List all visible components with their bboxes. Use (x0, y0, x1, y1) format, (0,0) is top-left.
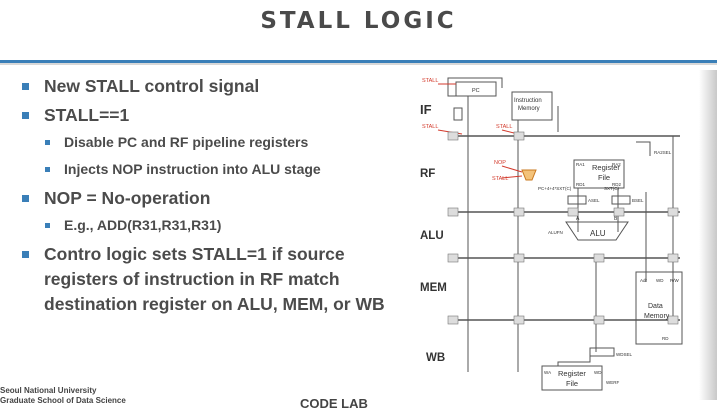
title-divider-shadow (0, 63, 717, 65)
instruction-memory-label: Instruction (514, 98, 542, 104)
ra2sel-label: RA2SEL (654, 150, 672, 155)
slide-title: STALL LOGIC (260, 8, 457, 34)
rd1-label: RD1 (576, 182, 585, 187)
nop-signal (501, 165, 523, 173)
school-name: Graduate School of Data Science (0, 396, 126, 405)
bullet-item: New STALL control signal (18, 74, 398, 99)
title-divider (0, 60, 717, 63)
university-footer: Seoul National University Graduate Schoo… (0, 386, 126, 406)
sub-bullet-item: Disable PC and RF pipeline registers (18, 132, 398, 153)
stage-label-mem: MEM (420, 282, 447, 294)
wb-register-file-box (541, 365, 603, 391)
adjacent-slide-edge (699, 70, 717, 400)
stall-label: STALL (496, 124, 512, 130)
bsel-mux (611, 195, 631, 205)
stage-label-alu: ALU (420, 230, 444, 242)
wdsel-mux (589, 347, 615, 357)
ra2-label: RA2 (612, 162, 621, 167)
ra1-label: RA1 (576, 162, 585, 167)
data-memory-label: Memory (644, 313, 670, 320)
werf-label: WERF (606, 380, 619, 385)
lab-name: CODE LAB (300, 396, 368, 411)
adr-label: Adr (640, 278, 648, 283)
rd-label: RD (662, 336, 669, 341)
pc-label: PC (472, 88, 480, 94)
register-file-box (573, 159, 625, 189)
data-memory-box (635, 271, 683, 345)
stage-label-if: IF (420, 102, 432, 117)
stall-label: STALL (422, 78, 438, 84)
bullet-item: NOP = No-operation (18, 186, 398, 211)
stall-label: STALL (492, 176, 508, 182)
alu-input-b-label: B (614, 216, 618, 222)
instruction-memory-label: Memory (518, 106, 540, 112)
bullet-item: Contro logic sets STALL=1 if source regi… (18, 242, 398, 317)
rd2-label: RD2 (612, 182, 621, 187)
bullet-item: STALL==1 (18, 103, 398, 128)
asel-label: ASEL (588, 198, 600, 203)
pipeline-diagram: STALL PC Instruction Memory STALL STALL … (418, 72, 694, 404)
stage-label-wb: WB (426, 352, 446, 364)
wa-label: WA (544, 370, 551, 375)
wd-label: WD (656, 278, 664, 283)
bullet-list: New STALL control signal STALL==1 Disabl… (18, 74, 398, 321)
register-file-label: Register (592, 163, 620, 172)
alufn-label: ALUFN (548, 230, 563, 235)
alu-label: ALU (590, 229, 606, 238)
stall-rf-signal (501, 175, 523, 179)
pc-register (455, 81, 497, 97)
sxt-label: SXT(C) (604, 186, 620, 191)
wd-label: WD (594, 370, 602, 375)
pc-offset-label: PC+4+4*SXT(C) (538, 186, 572, 191)
bsel-label: BSEL (632, 198, 644, 203)
rw-label: R/W (670, 278, 680, 283)
stall-label: STALL (422, 124, 438, 130)
sub-bullet-item: Injects NOP instruction into ALU stage (18, 159, 398, 180)
data-memory-label: Data (648, 303, 663, 310)
alu-unit (565, 221, 629, 241)
stage-label-rf: RF (420, 168, 436, 180)
nop-label: NOP (494, 160, 506, 166)
asel-mux (567, 195, 587, 205)
sub-bullet-item: E.g., ADD(R31,R31,R31) (18, 215, 398, 236)
university-name: Seoul National University (0, 386, 97, 395)
register-file-label: File (598, 173, 610, 182)
alu-input-a-label: A (576, 216, 580, 222)
if-mux (453, 107, 463, 121)
instruction-memory-box (511, 91, 553, 121)
pipeline-diagram-svg: STALL PC Instruction Memory STALL STALL … (422, 77, 683, 391)
nop-mux (521, 169, 537, 181)
wb-register-file-label: Register (558, 369, 586, 378)
wb-register-file-label: File (566, 379, 578, 388)
wdsel-label: WDSEL (616, 352, 633, 357)
